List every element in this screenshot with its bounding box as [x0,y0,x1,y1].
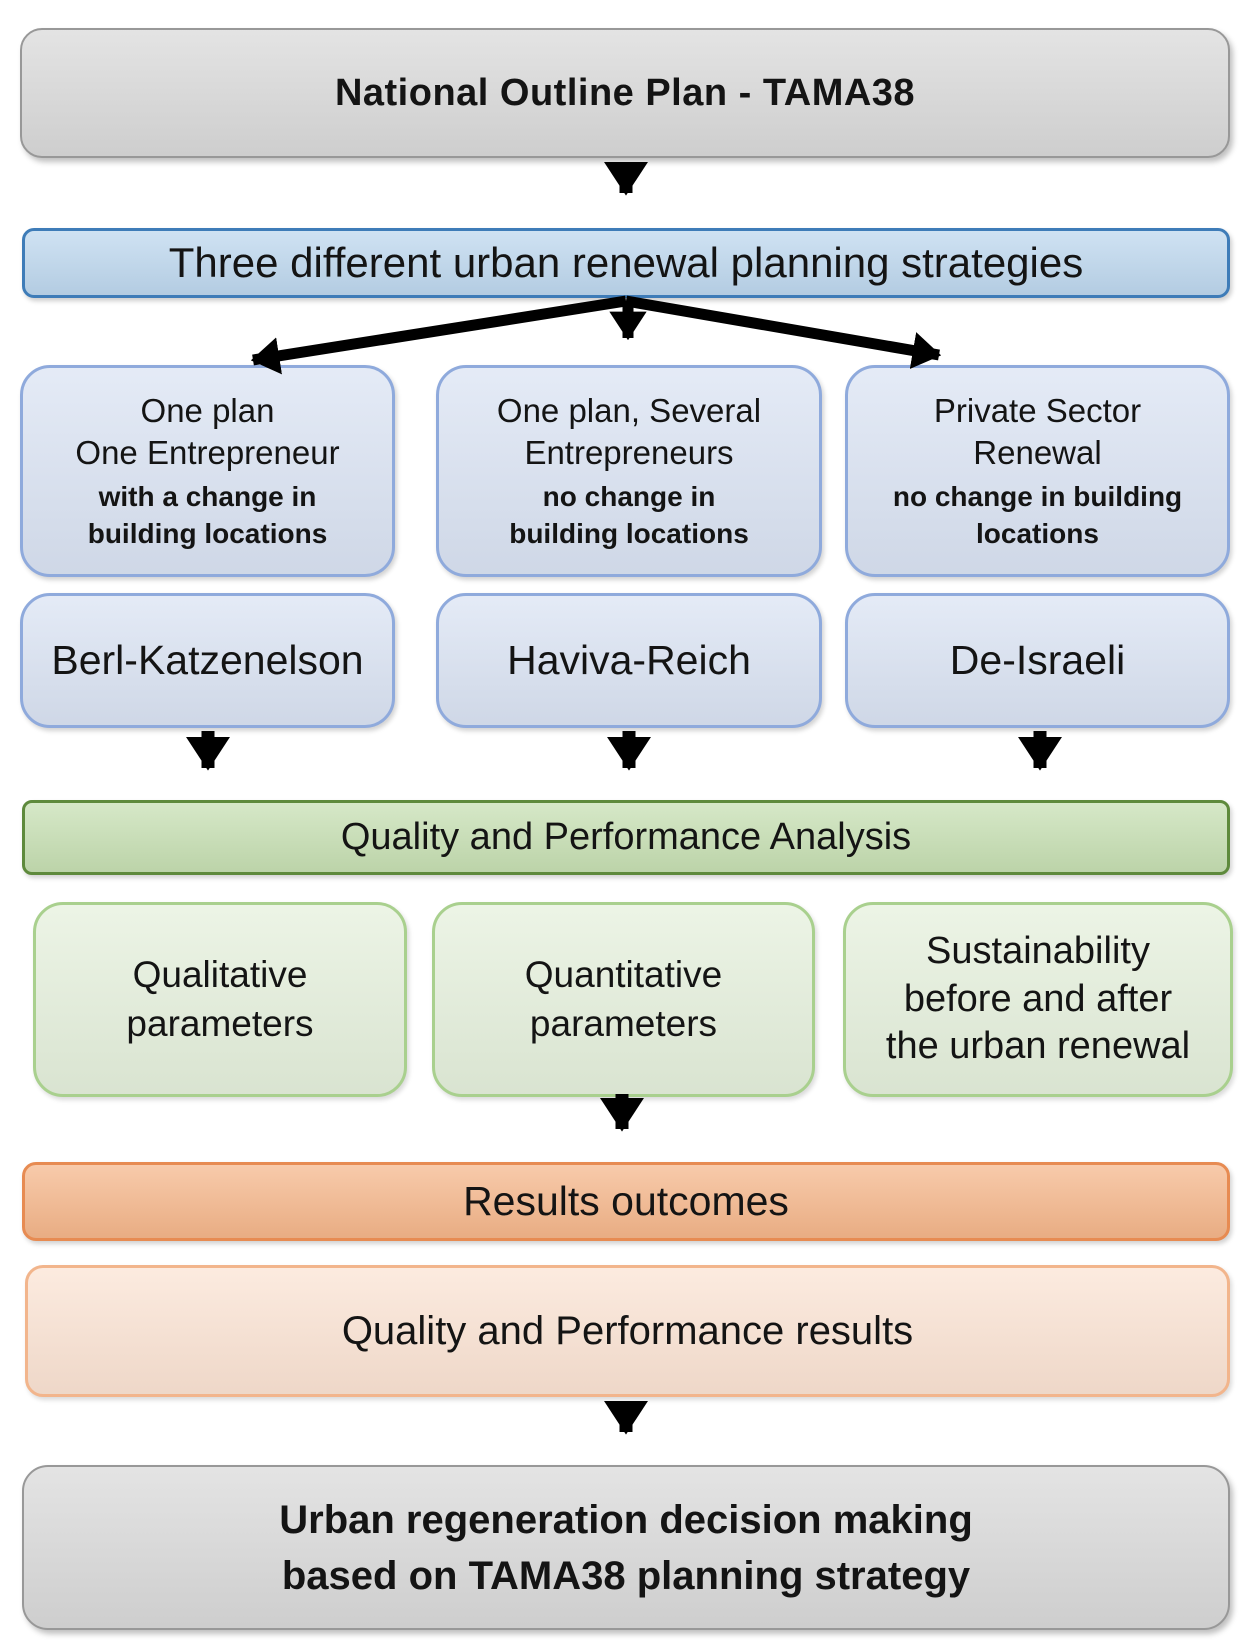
case-box-de-israeli: De-Israeli [845,593,1230,728]
decision-box: Urban regeneration decision making based… [22,1465,1230,1630]
parameter-line: Sustainability [926,929,1150,972]
results-bar-text: Results outcomes [463,1178,789,1224]
parameter-box-qualitative: Qualitative parameters [33,902,407,1097]
strategy-box-one-plan-several-entrepreneurs: One plan, Several Entrepreneurs no chang… [436,365,822,577]
arrow-strategies-to-box-1 [250,295,627,375]
arrow-strategies-to-box-3 [625,295,942,369]
strategy-main-line: One plan, Several [496,392,762,430]
parameter-line: parameters [126,1002,314,1044]
strategies-bar: Three different urban renewal planning s… [22,228,1230,298]
analysis-bar: Quality and Performance Analysis [22,800,1230,875]
case-label: Berl-Katzenelson [51,637,364,683]
strategy-sub-line: building locations [87,517,328,549]
parameter-box-quantitative: Quantitative parameters [432,902,815,1097]
results-bar: Results outcomes [22,1162,1230,1241]
quality-results-bar: Quality and Performance results [25,1265,1230,1397]
quality-results-bar-text: Quality and Performance results [341,1308,914,1353]
decision-line: Urban regeneration decision making [279,1497,973,1542]
strategies-bar-text: Three different urban renewal planning s… [168,239,1084,286]
case-box-haviva-reich: Haviva-Reich [436,593,822,728]
case-label: De-Israeli [949,637,1126,683]
parameter-line: before and after [903,977,1173,1020]
parameter-line: parameters [529,1002,718,1044]
case-box-berl-katzenelson: Berl-Katzenelson [20,593,395,728]
strategy-sub-line: with a change in [98,481,317,513]
strategy-main-line: Entrepreneurs [524,433,734,471]
strategy-main-line: Private Sector [933,392,1142,430]
parameter-line: Quantitative [524,953,723,995]
parameter-line: Qualitative [132,953,308,995]
strategy-sub-line: locations [976,517,1099,549]
title-text: National Outline Plan - TAMA38 [334,71,916,114]
strategy-main-line: Renewal [973,433,1102,471]
strategy-box-one-plan-one-entrepreneur: One plan One Entrepreneur with a change … [20,365,395,577]
decision-line: based on TAMA38 planning strategy [281,1553,971,1598]
strategy-main-line: One Entrepreneur [75,433,340,471]
title-box: National Outline Plan - TAMA38 [20,28,1230,158]
strategy-sub-line: building locations [509,517,749,549]
strategy-box-private-sector-renewal: Private Sector Renewal no change in buil… [845,365,1230,577]
strategy-sub-line: no change in building [892,481,1183,513]
case-label: Haviva-Reich [507,637,751,683]
parameter-line: the urban renewal [885,1025,1191,1068]
strategy-main-line: One plan [140,392,275,430]
analysis-bar-text: Quality and Performance Analysis [340,816,912,858]
strategy-sub-line: no change in [542,481,716,513]
parameter-box-sustainability: Sustainability before and after the urba… [843,902,1233,1097]
